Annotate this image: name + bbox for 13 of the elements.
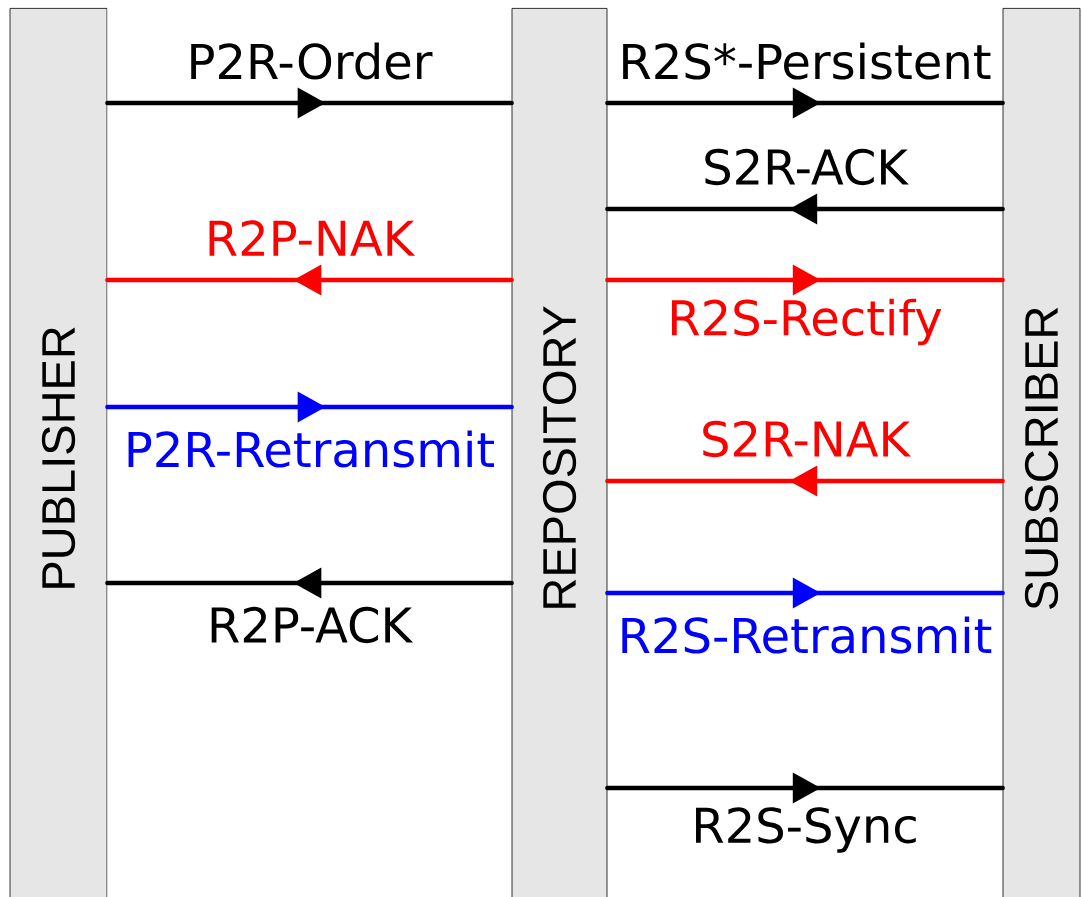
lifeline-bar: PUBLISHER (9, 8, 108, 897)
lifeline-bar: SUBSCRIBER (1002, 8, 1081, 897)
edge-label: R2S-Sync (696, 807, 916, 853)
edge-label: S2R-ACK (705, 148, 909, 186)
edge-label: R2S*-Persistent (623, 42, 991, 80)
edge-label: R2P-ACK (211, 606, 414, 644)
edge-label: R2P-NAK (209, 220, 416, 256)
edge-label: R2S-Rectify (672, 298, 942, 346)
edge-label: P2R-Order (191, 42, 433, 80)
lifeline-bar: REPOSITORY (511, 8, 608, 897)
edge-label: P2R-Retransmit (128, 430, 494, 468)
edge-label: R2S-Retransmit (622, 616, 992, 654)
edge-label: S2R-NAK (703, 420, 912, 458)
